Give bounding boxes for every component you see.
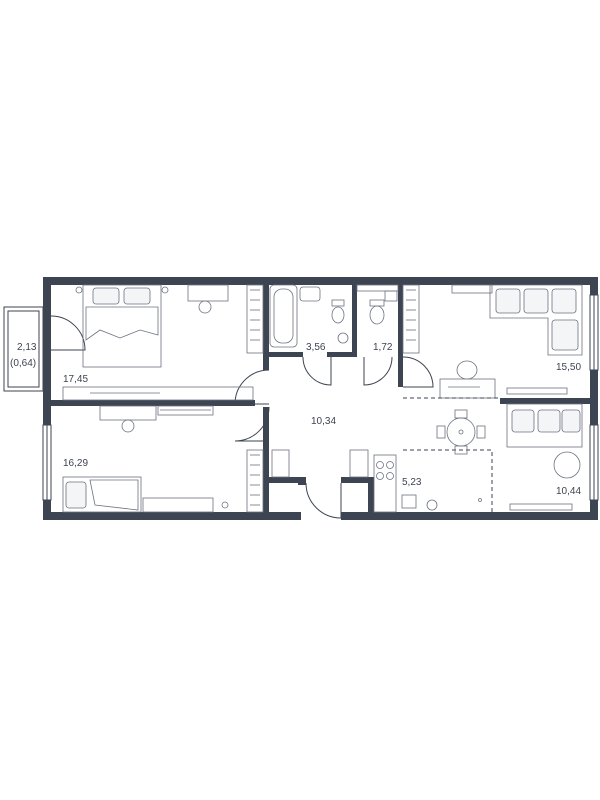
bedroom-1-area-label: 17,45: [63, 374, 88, 385]
inner-walls: [43, 277, 598, 520]
bedroom-1-furniture: [62, 284, 264, 401]
toilet-fixtures: [356, 284, 399, 325]
living-room-furniture: [402, 284, 583, 399]
windows: [42, 294, 599, 501]
kitchen-area-label: 5,23: [402, 477, 422, 488]
dining-area-label: 10,44: [556, 486, 581, 497]
balcony-area-label: 2,13: [17, 342, 37, 353]
bedroom-2-furniture: [62, 405, 290, 513]
bathroom-fixtures: [269, 284, 349, 348]
bedroom-2-area-label: 16,29: [63, 458, 88, 469]
toilet-area-label: 1,72: [373, 342, 393, 353]
kitchen-dining-furniture: [349, 397, 583, 513]
room-labels: 2,13 (0,64) 17,45 16,29 3,56 1,72 10,34 …: [10, 342, 581, 497]
doors: [234, 356, 434, 519]
balcony: [3, 306, 86, 392]
bathroom-area-label: 3,56: [306, 342, 326, 353]
balcony-reduced-area-label: (0,64): [10, 358, 36, 369]
living-room-area-label: 15,50: [556, 362, 581, 373]
hall-area-label: 10,34: [311, 416, 336, 427]
